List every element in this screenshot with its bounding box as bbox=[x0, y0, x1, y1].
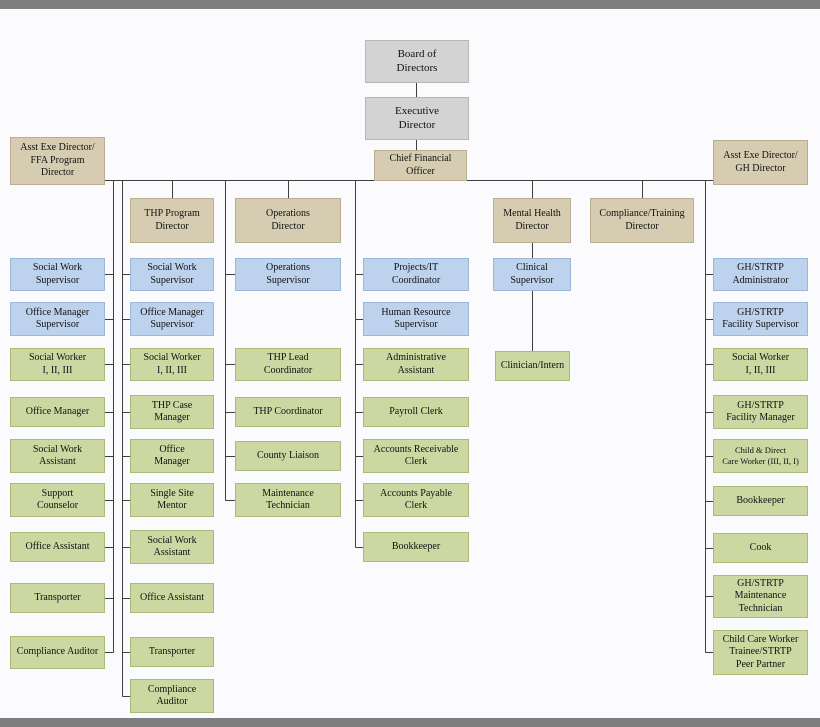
node-compliance-training-director: Compliance/Training Director bbox=[590, 198, 694, 243]
node-thp-program-director: THP Program Director bbox=[130, 198, 214, 243]
top-border-bar bbox=[0, 0, 820, 9]
node-thp-social-work-supervisor: Social Work Supervisor bbox=[130, 258, 214, 291]
node-cook: Cook bbox=[713, 533, 808, 563]
node-gh-social-worker: Social Worker I, II, III bbox=[713, 348, 808, 381]
node-ffa-social-worker: Social Worker I, II, III bbox=[10, 348, 105, 381]
node-operations-supervisor: Operations Supervisor bbox=[235, 258, 341, 291]
node-ffa-support-counselor: Support Counselor bbox=[10, 483, 105, 517]
node-executive-director: Executive Director bbox=[365, 97, 469, 140]
node-gh-bookkeeper: Bookkeeper bbox=[713, 486, 808, 516]
node-thp-lead-coordinator: THP Lead Coordinator bbox=[235, 348, 341, 381]
node-thp-social-worker: Social Worker I, II, III bbox=[130, 348, 214, 381]
node-child-care-worker-trainee: Child Care Worker Trainee/STRTP Peer Par… bbox=[713, 630, 808, 675]
node-thp-compliance-auditor: Compliance Auditor bbox=[130, 679, 214, 713]
node-thp-office-assistant: Office Assistant bbox=[130, 583, 214, 613]
node-thp-coordinator: THP Coordinator bbox=[235, 397, 341, 427]
node-payroll-clerk: Payroll Clerk bbox=[363, 397, 469, 427]
node-projects-it-coordinator: Projects/IT Coordinator bbox=[363, 258, 469, 291]
node-ffa-compliance-auditor: Compliance Auditor bbox=[10, 636, 105, 669]
node-clinical-supervisor: Clinical Supervisor bbox=[493, 258, 571, 291]
node-thp-social-work-assistant: Social Work Assistant bbox=[130, 530, 214, 564]
node-county-liaison: County Liaison bbox=[235, 441, 341, 471]
node-cfo-bookkeeper: Bookkeeper bbox=[363, 532, 469, 562]
bottom-border-bar bbox=[0, 718, 820, 727]
node-board-of-directors: Board of Directors bbox=[365, 40, 469, 83]
node-ffa-transporter: Transporter bbox=[10, 583, 105, 613]
node-clinician-intern: Clinician/Intern bbox=[495, 351, 570, 381]
node-human-resource-supervisor: Human Resource Supervisor bbox=[363, 302, 469, 336]
node-chief-financial-officer: Chief Financial Officer bbox=[374, 150, 467, 181]
node-thp-single-site-mentor: Single Site Mentor bbox=[130, 483, 214, 517]
node-administrative-assistant: Administrative Assistant bbox=[363, 348, 469, 381]
node-thp-case-manager: THP Case Manager bbox=[130, 395, 214, 429]
node-ffa-office-assistant: Office Assistant bbox=[10, 532, 105, 562]
node-gh-strtp-facility-supervisor: GH/STRTP Facility Supervisor bbox=[713, 302, 808, 336]
node-gh-strtp-maintenance-technician: GH/STRTP Maintenance Technician bbox=[713, 575, 808, 618]
node-thp-office-manager: Office Manager bbox=[130, 439, 214, 473]
node-thp-transporter: Transporter bbox=[130, 637, 214, 667]
node-asst-exe-director-ffa: Asst Exe Director/ FFA Program Director bbox=[10, 137, 105, 185]
node-child-direct-care-worker: Child & Direct Care Worker (III, II, I) bbox=[713, 439, 808, 473]
node-gh-strtp-administrator: GH/STRTP Administrator bbox=[713, 258, 808, 291]
node-maintenance-technician: Maintenance Technician bbox=[235, 483, 341, 517]
node-asst-exe-director-gh: Asst Exe Director/ GH Director bbox=[713, 140, 808, 185]
node-gh-strtp-facility-manager: GH/STRTP Facility Manager bbox=[713, 395, 808, 429]
node-ffa-social-work-supervisor: Social Work Supervisor bbox=[10, 258, 105, 291]
node-accounts-receivable-clerk: Accounts Receivable Clerk bbox=[363, 439, 469, 473]
node-ffa-office-manager: Office Manager bbox=[10, 397, 105, 427]
node-mental-health-director: Mental Health Director bbox=[493, 198, 571, 243]
node-thp-office-manager-supervisor: Office Manager Supervisor bbox=[130, 302, 214, 336]
node-operations-director: Operations Director bbox=[235, 198, 341, 243]
node-ffa-office-manager-supervisor: Office Manager Supervisor bbox=[10, 302, 105, 336]
node-ffa-social-work-assistant: Social Work Assistant bbox=[10, 439, 105, 473]
node-accounts-payable-clerk: Accounts Payable Clerk bbox=[363, 483, 469, 517]
